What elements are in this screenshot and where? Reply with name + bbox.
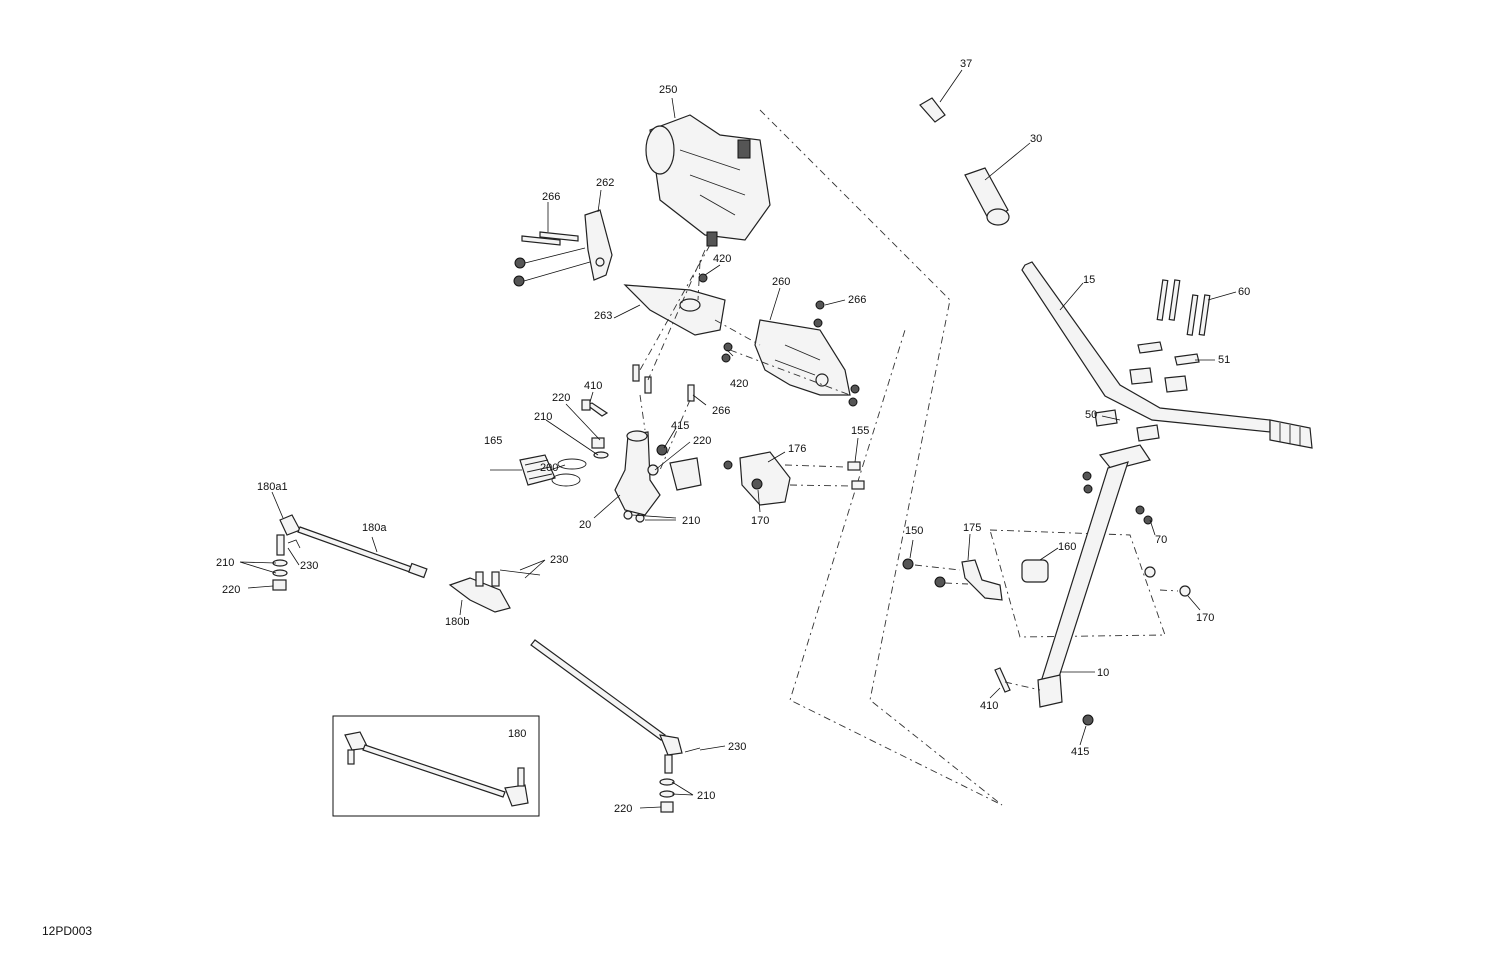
- callout-180b: 180b: [445, 616, 469, 628]
- callout-30: 30: [1030, 133, 1042, 145]
- drawing-reference-code: 12PD003: [42, 924, 93, 938]
- callout-410: 410: [980, 700, 998, 712]
- handlebar-15: [1021, 261, 1313, 449]
- callout-50: 50: [1085, 409, 1097, 421]
- callout-51: 51: [1218, 354, 1230, 366]
- steering-support-263: [623, 284, 726, 336]
- callout-220: 220: [222, 584, 240, 596]
- callout-263: 263: [594, 310, 612, 322]
- callout-415: 415: [1071, 746, 1089, 758]
- bracket-175-160: [902, 558, 1191, 601]
- callout-70: 70: [1155, 534, 1167, 546]
- callout-266: 266: [542, 191, 560, 203]
- callout-150: 150: [905, 525, 923, 537]
- callout-165: 165: [484, 435, 502, 447]
- tie-rod-180a: [272, 514, 428, 591]
- callout-10: 10: [1097, 667, 1109, 679]
- callout-230: 230: [728, 741, 746, 753]
- callout-170: 170: [751, 515, 769, 527]
- callout-180a1: 180a1: [257, 481, 288, 493]
- callout-220: 220: [614, 803, 632, 815]
- bolts-60: [1156, 279, 1211, 336]
- callout-420: 420: [730, 378, 748, 390]
- nuts-70: [1082, 471, 1153, 525]
- callout-210: 210: [534, 411, 552, 423]
- bracket-262: [584, 209, 613, 281]
- bushing-165: [519, 454, 556, 486]
- center-link-180b: [448, 569, 541, 613]
- fasteners-260: [632, 273, 860, 407]
- callout-220: 220: [693, 435, 711, 447]
- nut-washer-220-210-upper: [591, 437, 668, 476]
- inset-label-180: 180: [508, 728, 526, 740]
- callout-200: 200: [540, 462, 558, 474]
- callout-250: 250: [659, 84, 677, 96]
- callout-60: 60: [1238, 286, 1250, 298]
- callout-210: 210: [682, 515, 700, 527]
- callout-260: 260: [772, 276, 790, 288]
- grip-30: [964, 167, 1010, 226]
- callout-266: 266: [712, 405, 730, 417]
- bracket-260: [754, 319, 851, 396]
- bracket-176: [723, 451, 865, 506]
- callout-210: 210: [697, 790, 715, 802]
- callout-155: 155: [851, 425, 869, 437]
- ring-200: [551, 458, 587, 487]
- callout-220: 220: [552, 392, 570, 404]
- callout-230: 230: [550, 554, 568, 566]
- callout-180a: 180a: [362, 522, 387, 534]
- steering-column-10: [994, 444, 1151, 726]
- callout-170: 170: [1196, 612, 1214, 624]
- callout-410: 410: [584, 380, 602, 392]
- callout-420: 420: [713, 253, 731, 265]
- alignment-lines-steering: [639, 244, 851, 471]
- callout-230: 230: [300, 560, 318, 572]
- callout-415: 415: [671, 420, 689, 432]
- bar-end-37: [919, 97, 946, 123]
- callout-leaders: [239, 69, 1237, 809]
- assembly-outline-bracket: [989, 529, 1166, 638]
- callout-176: 176: [788, 443, 806, 455]
- callout-37: 37: [960, 58, 972, 70]
- assembly-outline-main: [759, 109, 1003, 806]
- steering-arm-20: [614, 430, 661, 523]
- callout-20: 20: [579, 519, 591, 531]
- power-steering-unit: [645, 114, 771, 247]
- callout-175: 175: [963, 522, 981, 534]
- callout-15: 15: [1083, 274, 1095, 286]
- bushing-220: [669, 457, 702, 491]
- callout-160: 160: [1058, 541, 1076, 553]
- bolt-410-upper: [581, 399, 609, 417]
- callout-266: 266: [848, 294, 866, 306]
- callout-262: 262: [596, 177, 614, 189]
- inset-tie-rod-assembly: [332, 715, 540, 817]
- callout-210: 210: [216, 557, 234, 569]
- clamps-51-50: [1094, 341, 1200, 442]
- bolts-266-left: [513, 231, 591, 287]
- tie-rod-lower: [530, 639, 701, 813]
